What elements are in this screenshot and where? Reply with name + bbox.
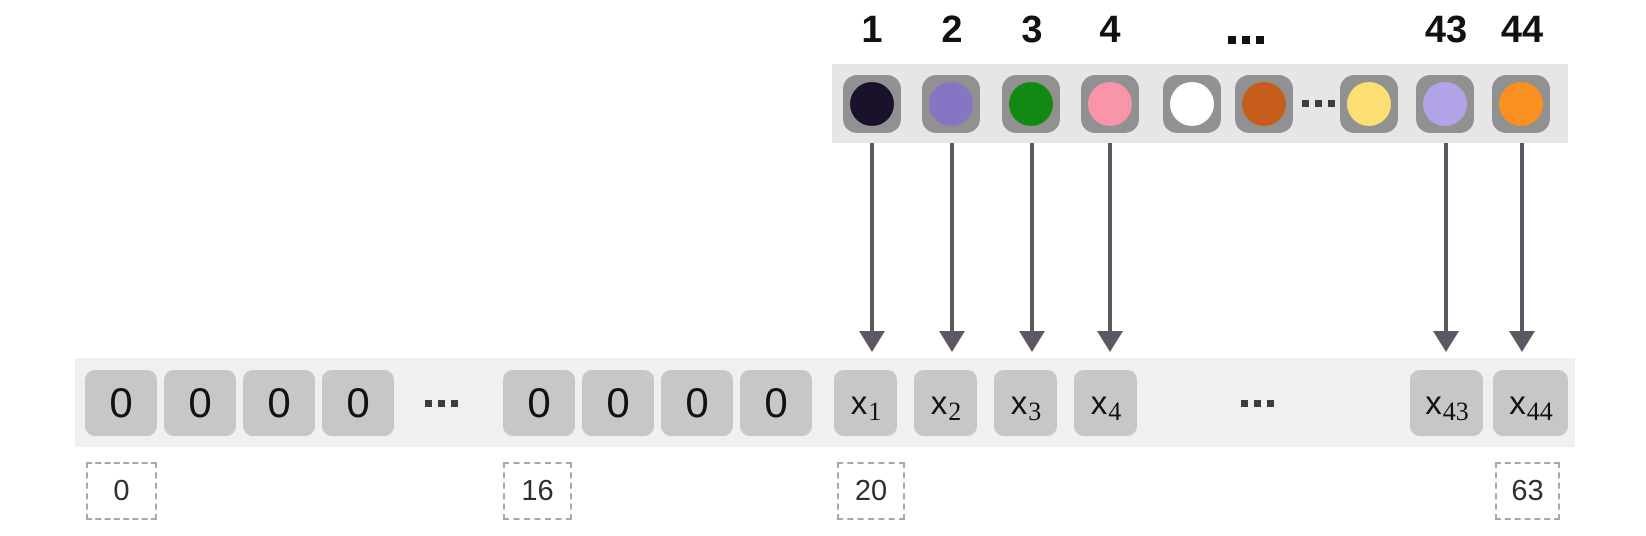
token-position-label-4: 4: [1099, 9, 1121, 51]
array-ellipsis-dots-right: [1241, 400, 1274, 407]
token-7-circle: [1347, 82, 1391, 126]
array-ellipsis-dots-left: [425, 400, 458, 407]
token-3-circle: [1009, 82, 1053, 126]
array-cell-zero: 0: [740, 370, 812, 436]
array-cell-zero: 0: [661, 370, 733, 436]
array-cell-zero: 0: [85, 370, 157, 436]
token-6-circle: [1242, 82, 1286, 126]
array-cell-zero: 0: [243, 370, 315, 436]
token-6-box: [1235, 75, 1293, 133]
token-2-box: [922, 75, 980, 133]
token-4-box: [1081, 75, 1139, 133]
array-cell-zero: 0: [582, 370, 654, 436]
token-44-box: [1492, 75, 1550, 133]
token-4-circle: [1088, 82, 1132, 126]
arrow-token-43-to-x43: [1444, 143, 1448, 331]
token-2-circle: [929, 82, 973, 126]
token-44-circle: [1499, 82, 1543, 126]
array-cell-zero: 0: [322, 370, 394, 436]
token-43-box: [1416, 75, 1474, 133]
arrow-token-2-to-x2: [950, 143, 954, 331]
index-marker-63: 63: [1495, 462, 1560, 520]
token-7-box: [1340, 75, 1398, 133]
token-label-ellipsis-dots: [1228, 36, 1264, 44]
token-position-label-2: 2: [941, 9, 963, 51]
array-cell-zero: 0: [164, 370, 236, 436]
token-1-box: [843, 75, 901, 133]
array-cell-zero: 0: [503, 370, 575, 436]
token-position-label-44: 44: [1500, 9, 1544, 51]
arrow-token-3-to-x3: [1030, 143, 1034, 331]
index-marker-20: 20: [837, 462, 905, 520]
token-5-box: [1163, 75, 1221, 133]
token-position-label-1: 1: [861, 9, 883, 51]
token-position-label-43: 43: [1424, 9, 1468, 51]
arrow-token-1-to-x1: [870, 143, 874, 331]
index-marker-0: 0: [86, 462, 157, 520]
index-marker-16: 16: [503, 462, 572, 520]
token-1-circle: [850, 82, 894, 126]
token-strip-ellipsis-dots: [1302, 100, 1335, 107]
token-5-circle: [1170, 82, 1214, 126]
token-position-label-3: 3: [1021, 9, 1043, 51]
token-3-box: [1002, 75, 1060, 133]
token-43-circle: [1423, 82, 1467, 126]
arrow-token-44-to-x44: [1520, 143, 1524, 331]
arrow-token-4-to-x4: [1108, 143, 1112, 331]
